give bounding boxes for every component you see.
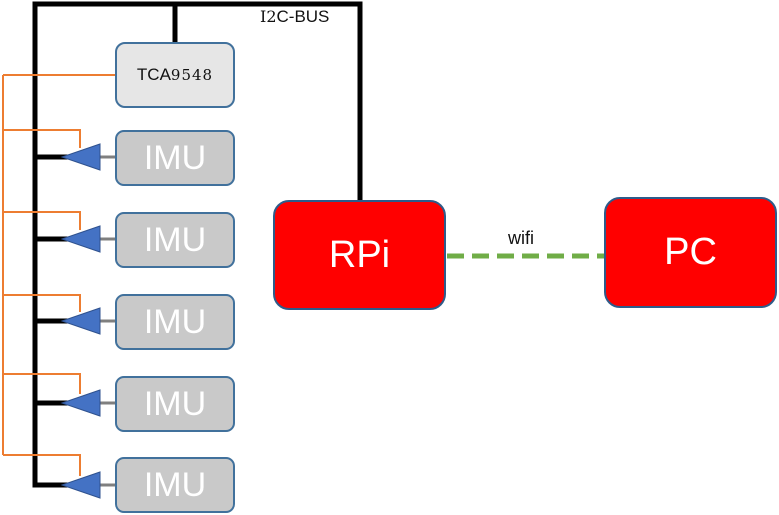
imu-label: IMU	[143, 138, 207, 177]
mux-select-line-4	[3, 373, 81, 394]
multiplexer-label-digits: 9548	[170, 66, 214, 84]
imu-label: IMU	[143, 302, 207, 341]
imu-node-5[interactable]: IMU	[115, 457, 235, 513]
pc-node[interactable]: PC	[604, 197, 777, 308]
i2c-bus-label-suffix: C-BUS	[276, 7, 330, 26]
imu-connectors	[100, 155, 117, 487]
mux-select-lines	[2, 74, 115, 476]
i2c-bus-main	[32, 1, 363, 488]
buffer-triangle-4	[60, 389, 101, 417]
buffer-triangle-5	[60, 471, 101, 499]
buffer-triangle-3	[60, 307, 101, 335]
imu-label: IMU	[143, 465, 207, 504]
pc-label: PC	[664, 231, 717, 273]
rpi-node[interactable]: RPi	[273, 200, 446, 310]
buffers	[60, 143, 101, 499]
i2c-bus-label-prefix: I2	[260, 7, 277, 26]
imu-label: IMU	[143, 220, 207, 259]
multiplexer-label-letters: TCA	[136, 65, 171, 84]
imu-node-3[interactable]: IMU	[115, 294, 235, 350]
i2c-bus-label: I2C-BUS	[260, 7, 329, 27]
buffer-triangle-2	[60, 225, 101, 253]
mux-select-line-2	[3, 211, 81, 230]
imu-node-4[interactable]: IMU	[115, 376, 235, 432]
imu-node-2[interactable]: IMU	[115, 212, 235, 268]
mux-select-line-1	[3, 129, 81, 148]
buffer-triangle-1	[60, 143, 101, 171]
imu-node-1[interactable]: IMU	[115, 130, 235, 186]
rpi-label: RPi	[328, 233, 391, 276]
mux-select-line-5	[3, 454, 81, 476]
i2c-bus-lines	[32, 1, 363, 488]
mux-select-line-3	[3, 294, 81, 312]
wifi-label: wifi	[508, 228, 534, 248]
imu-label: IMU	[143, 384, 207, 423]
